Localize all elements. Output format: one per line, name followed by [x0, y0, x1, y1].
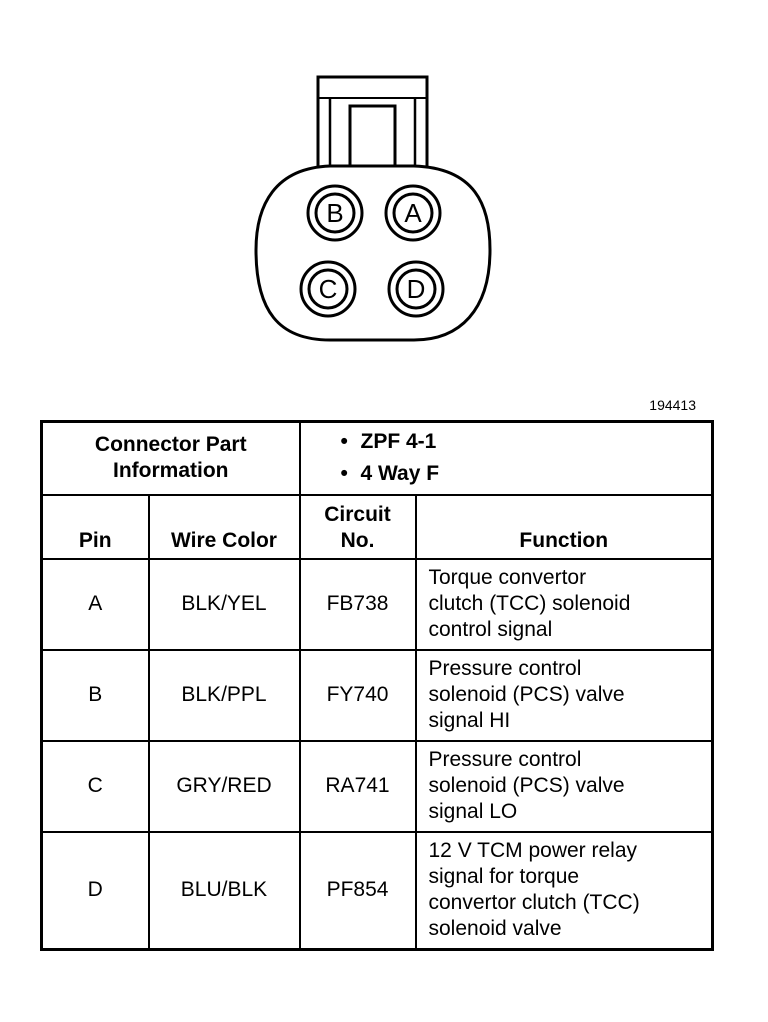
- part-info-row: Connector Part Information •ZPF 4-1 •4 W…: [40, 420, 714, 496]
- pin-cavity-d: D: [387, 260, 445, 318]
- table-row: B BLK/PPL FY740 Pressure control solenoi…: [40, 648, 714, 742]
- part-info-label-line1: Connector Part: [94, 433, 247, 457]
- part-info-label: Connector Part Information: [40, 420, 301, 496]
- pin-label-c: C: [319, 274, 338, 304]
- header-circuit-line2: No.: [340, 528, 375, 552]
- bullet-icon: •: [340, 430, 348, 454]
- circuit-cell: PF854: [298, 830, 417, 951]
- pin-cell: C: [40, 739, 150, 833]
- part-info-item: •ZPF 4-1: [301, 426, 712, 458]
- connector-lock-tab: [316, 75, 429, 174]
- header-function: Function: [414, 493, 714, 560]
- connector-body: [254, 164, 492, 342]
- header-row: Pin Wire Color Circuit No. Function: [40, 493, 714, 560]
- wire-color-cell: GRY/RED: [147, 739, 301, 833]
- header-circuit-line1: Circuit: [324, 502, 391, 526]
- wire-color-cell: BLK/YEL: [147, 557, 301, 651]
- pin-cell: B: [40, 648, 150, 742]
- wire-color-cell: BLK/PPL: [147, 648, 301, 742]
- header-pin: Pin: [40, 493, 150, 560]
- pin-cell: D: [40, 830, 150, 951]
- part-info-item: •4 Way F: [301, 458, 712, 490]
- part-info-label-line2: Information: [113, 459, 229, 483]
- connector-face-diagram: B A C D: [254, 75, 492, 342]
- function-cell: 12 V TCM power relay signal for torque c…: [414, 830, 714, 951]
- figure-id: 194413: [649, 397, 696, 413]
- header-wire-color: Wire Color: [147, 493, 301, 560]
- circuit-cell: FY740: [298, 648, 417, 742]
- header-circuit-no: Circuit No.: [298, 493, 417, 560]
- function-cell: Pressure control solenoid (PCS) valve si…: [414, 648, 714, 742]
- pin-cell: A: [40, 557, 150, 651]
- wire-color-cell: BLU/BLK: [147, 830, 301, 951]
- table-row: D BLU/BLK PF854 12 V TCM power relay sig…: [40, 830, 714, 951]
- part-info-values: •ZPF 4-1 •4 Way F: [298, 420, 714, 496]
- pin-cavity-c: C: [299, 260, 357, 318]
- table-row: A BLK/YEL FB738 Torque convertor clutch …: [40, 557, 714, 651]
- pin-cavity-a: A: [384, 184, 442, 242]
- bullet-icon: •: [340, 462, 348, 486]
- pin-cavity-b: B: [306, 184, 364, 242]
- pin-label-a: A: [404, 198, 422, 228]
- pin-label-b: B: [326, 198, 343, 228]
- function-cell: Torque convertor clutch (TCC) solenoid c…: [414, 557, 714, 651]
- circuit-cell: RA741: [298, 739, 417, 833]
- function-cell: Pressure control solenoid (PCS) valve si…: [414, 739, 714, 833]
- table-row: C GRY/RED RA741 Pressure control solenoi…: [40, 739, 714, 833]
- connector-pinout-table: Connector Part Information •ZPF 4-1 •4 W…: [40, 420, 715, 951]
- circuit-cell: FB738: [298, 557, 417, 651]
- pin-label-d: D: [407, 274, 426, 304]
